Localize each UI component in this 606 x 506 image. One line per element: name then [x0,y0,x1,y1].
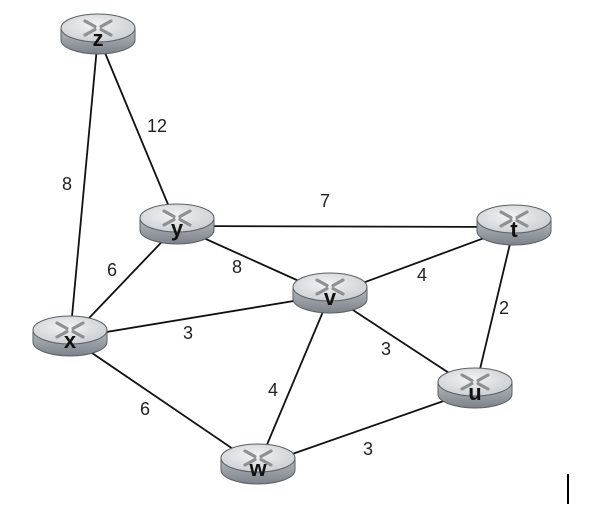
router-arrows-icon [162,209,192,227]
router-label-y: y [171,216,184,241]
edge-weight-x-v: 3 [183,323,193,343]
router-top [292,272,368,302]
edge-weight-t-v: 4 [417,265,427,285]
router-label-v: v [324,285,337,310]
edge-y-t [176,225,515,228]
router-label-w: w [248,456,267,481]
edge-t-u [474,226,515,391]
router-top [220,443,296,473]
edge-weight-t-u: 2 [499,298,509,318]
router-u: u [437,367,513,409]
edge-x-v [69,294,331,339]
edge-weight-z-y: 12 [147,116,167,136]
router-arrows-icon [55,321,85,339]
router-arrows-icon [83,19,113,37]
edge-weight-y-v: 8 [232,257,242,277]
router-v: v [292,272,368,314]
router-label-u: u [468,380,481,405]
router-top [60,13,136,43]
router-label-x: x [64,328,77,353]
router-label-t: t [510,217,518,242]
edge-x-w [69,337,259,467]
edge-weight-v-u: 3 [381,339,391,359]
router-y: y [139,203,215,245]
router-w: w [220,443,296,485]
router-x: x [32,315,108,357]
edge-v-w [257,294,331,467]
edge-weight-v-w: 4 [268,380,278,400]
router-label-z: z [93,26,104,51]
edge-weight-w-u: 3 [363,439,373,459]
router-arrows-icon [460,373,490,391]
edge-weight-y-t: 7 [320,191,330,211]
edge-weight-x-w: 6 [140,399,150,419]
edge-w-u [257,389,476,467]
edge-weight-z-x: 8 [62,174,72,194]
router-arrows-icon [499,210,529,228]
router-arrows-icon [243,449,273,467]
edge-z-y [97,35,178,227]
edge-z-x [69,35,99,339]
router-top [476,204,552,234]
routers-layer: z y t v x u w [32,13,552,485]
edge-weight-y-x: 6 [107,260,117,280]
router-arrows-icon [315,278,345,296]
router-top [437,367,513,397]
router-z: z [60,13,136,55]
router-t: t [476,204,552,246]
edge-weights-layer: 8 12 7 6 8 4 2 3 6 3 4 3 [62,116,509,459]
router-top [139,203,215,233]
router-top [32,315,108,345]
